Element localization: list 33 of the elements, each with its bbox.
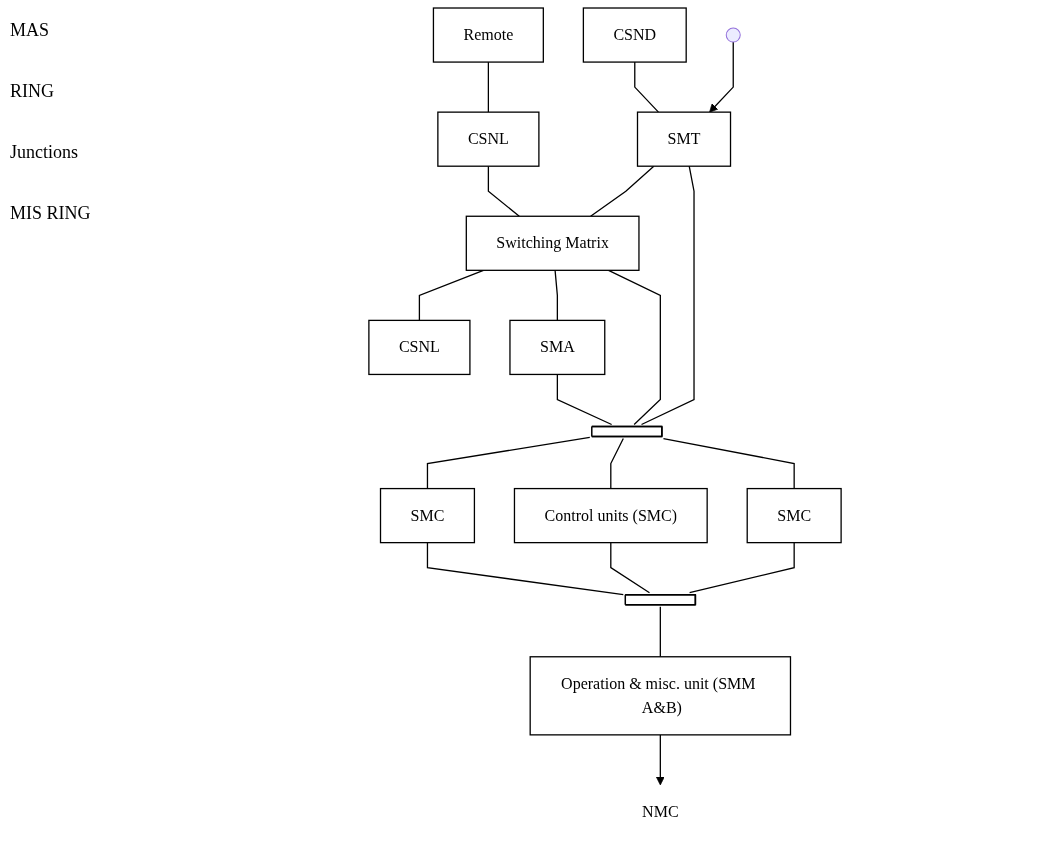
connector [426,436,591,490]
connector [688,542,795,594]
node-box: SMT [636,111,732,167]
connector [610,542,651,594]
connector [590,165,655,217]
node-box: SMA [509,319,606,376]
connector [607,269,661,426]
node-box: Operation & misc. unit (SMM A&B) [529,656,792,736]
connector [640,165,695,426]
node-box: SMC [746,487,842,544]
connector [487,165,520,217]
side-label: RING [10,81,55,102]
connector [610,437,624,490]
connector [556,373,613,426]
side-label: Junctions [10,142,79,163]
connector [487,61,490,113]
side-label: MAS [10,20,50,41]
connector [426,542,624,596]
node-box: Remote [432,7,544,63]
node-box: Switching Matrix [465,215,640,271]
node-box: CSND [582,7,687,63]
node-box: CSNL [437,111,540,167]
side-label: MIS RING [10,203,92,224]
arrow [655,734,665,786]
node-box: CSNL [368,319,471,376]
connector [634,61,660,113]
node-text: NMC [642,802,679,820]
connector [659,606,661,658]
arrow [709,41,734,113]
node-box: Control units (SMC) [513,487,708,544]
connector [662,437,795,490]
node-box: SMC [379,487,476,544]
connector [554,269,558,322]
